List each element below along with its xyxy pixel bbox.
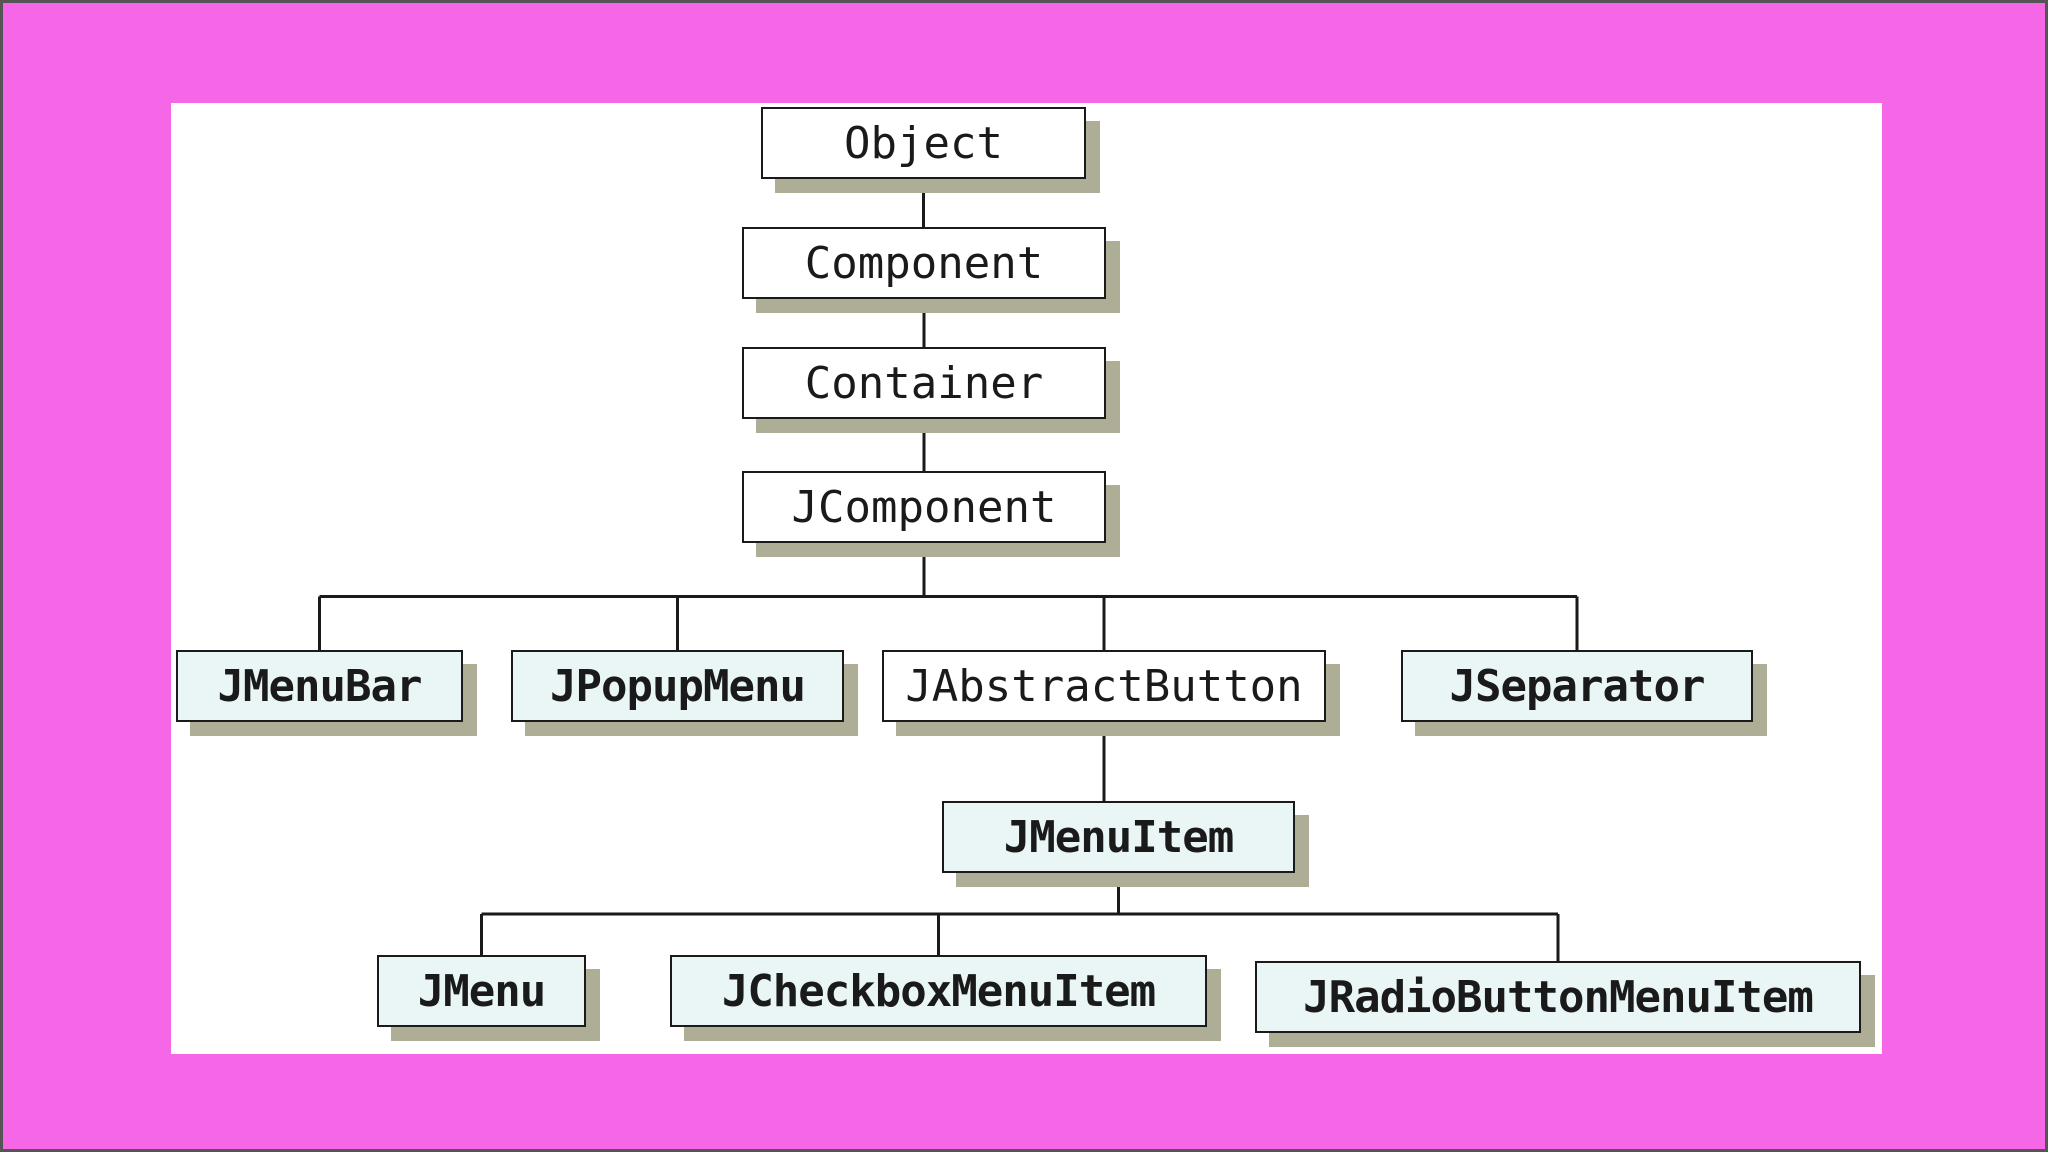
- node-jmenu: JMenu: [377, 955, 586, 1027]
- node-jpopupmenu: JPopupMenu: [511, 650, 844, 722]
- node-jcheckboxmenuitem: JCheckboxMenuItem: [670, 955, 1207, 1027]
- connector-lines: [318, 179, 1579, 961]
- node-component: Component: [742, 227, 1106, 299]
- node-jmenubar: JMenuBar: [176, 650, 463, 722]
- node-jmenuitem: JMenuItem: [942, 801, 1295, 873]
- diagram-canvas: Object Component Container JComponent JM…: [171, 103, 1882, 1054]
- node-container: Container: [742, 347, 1106, 419]
- node-object: Object: [761, 107, 1086, 179]
- node-jcomponent: JComponent: [742, 471, 1106, 543]
- node-jradiobuttonmenuitem: JRadioButtonMenuItem: [1255, 961, 1861, 1033]
- node-jseparator: JSeparator: [1401, 650, 1753, 722]
- node-jabstractbutton: JAbstractButton: [882, 650, 1326, 722]
